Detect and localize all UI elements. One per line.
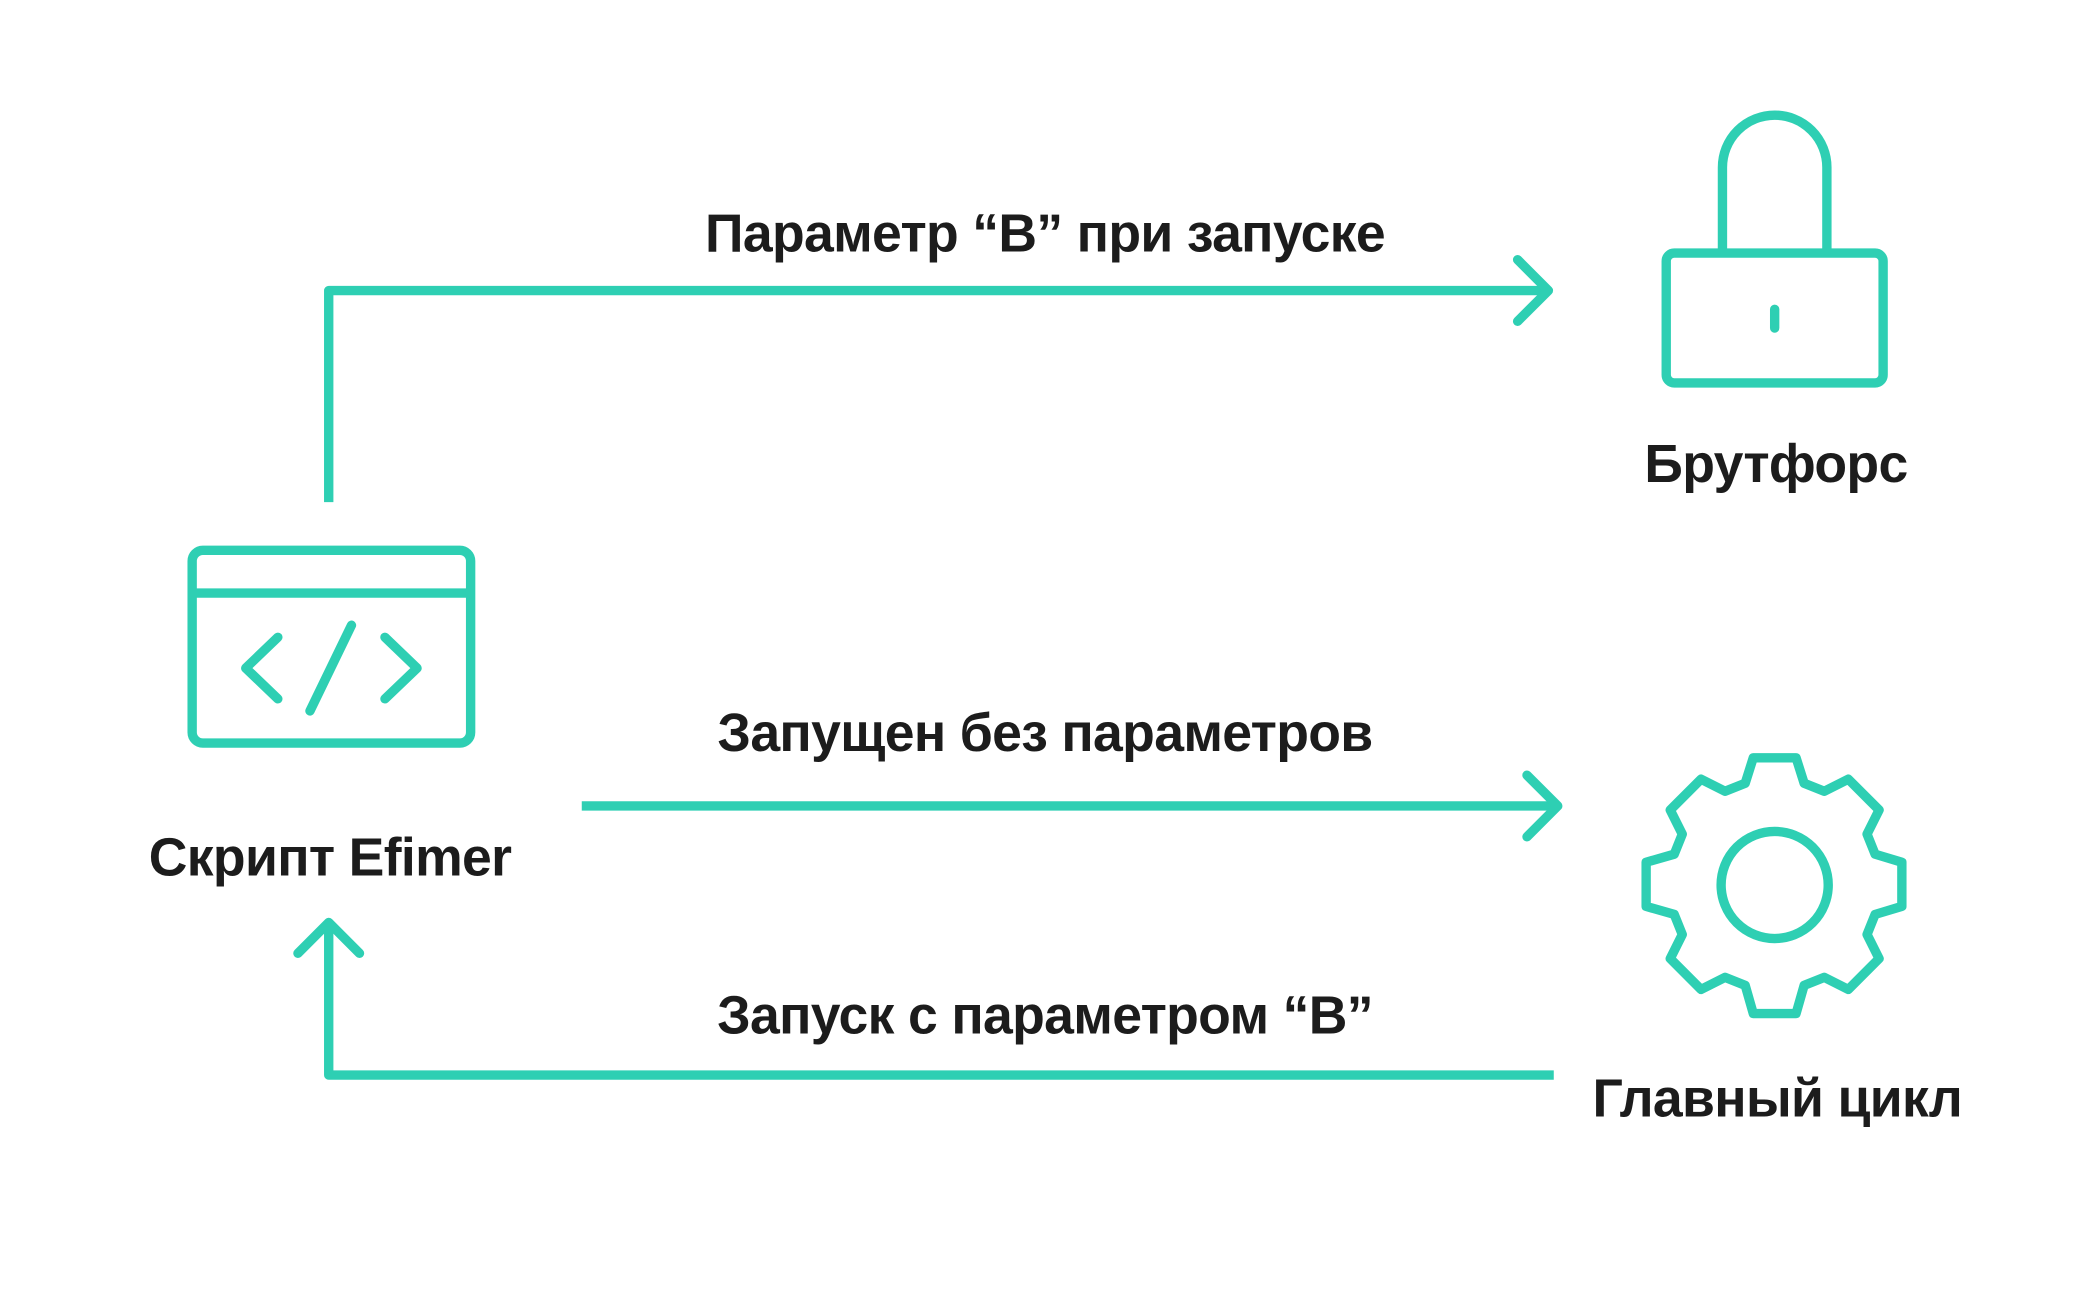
arrow-to-main-loop xyxy=(581,770,1563,842)
gear-icon xyxy=(1641,753,1907,1019)
code-window-icon xyxy=(187,545,476,748)
script-label: Скрипт Efimer xyxy=(149,829,512,888)
arrow-back-to-script xyxy=(293,917,1554,1080)
bruteforce-label: Брутфорс xyxy=(1644,435,1907,494)
edge-label-to-main-loop: Запущен без параметров xyxy=(717,704,1372,763)
lock-icon xyxy=(1661,110,1888,388)
arrow-to-bruteforce xyxy=(324,255,1554,503)
edge-label-to-bruteforce: Параметр “B” при запуске xyxy=(705,205,1385,264)
main-loop-label: Главный цикл xyxy=(1593,1070,1963,1129)
edge-label-back-to-script: Запуск с параметром “B” xyxy=(717,987,1373,1046)
